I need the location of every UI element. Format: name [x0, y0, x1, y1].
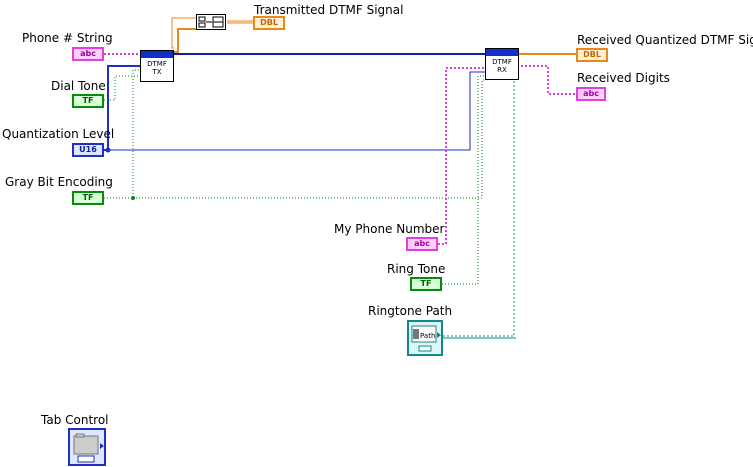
- wire-ring-tone: [442, 75, 486, 285]
- subvi-header-bar: [141, 51, 173, 58]
- subvi-line2: TX: [152, 68, 162, 76]
- wire-my-phone: [438, 67, 486, 245]
- path-type-text: Path: [420, 332, 435, 340]
- quantization-level-label: Quantization Level: [2, 127, 115, 141]
- wire-junction-2: [131, 196, 135, 200]
- subvi-line2: RX: [497, 66, 507, 74]
- tab-control-icon: [73, 433, 104, 463]
- transmitted-signal-label: Transmitted DTMF Signal: [254, 3, 404, 17]
- wire-dial-tone: [104, 75, 140, 101]
- ringtone-path-terminal[interactable]: Path: [407, 320, 443, 356]
- build-array-icon: [198, 16, 224, 28]
- phone-string-label: Phone # String: [22, 31, 113, 45]
- dtmf-tx-subvi[interactable]: DTMF TX: [140, 50, 174, 82]
- received-quantized-terminal[interactable]: DBL: [576, 48, 608, 62]
- tab-control-label: Tab Control: [41, 413, 109, 427]
- wire-tx-to-build: [174, 28, 196, 53]
- received-digits-label: Received Digits: [577, 71, 670, 85]
- wire-junction: [105, 147, 111, 153]
- wire-rx-to-digits: [517, 65, 576, 95]
- ring-tone-terminal[interactable]: TF: [410, 277, 442, 291]
- tab-control-terminal[interactable]: [68, 428, 106, 466]
- subvi-line1: DTMF: [492, 58, 512, 66]
- my-phone-number-label: My Phone Number: [334, 222, 445, 236]
- subvi-line1: DTMF: [147, 60, 167, 68]
- transmitted-signal-terminal[interactable]: DBL: [253, 16, 285, 30]
- wire-gray-bit-rx: [133, 79, 486, 199]
- phone-string-terminal[interactable]: abc: [72, 47, 104, 61]
- quantization-level-terminal[interactable]: U16: [72, 143, 104, 157]
- wire-tx-to-build-2: [171, 17, 196, 49]
- dial-tone-terminal[interactable]: TF: [72, 94, 104, 108]
- gray-bit-encoding-terminal[interactable]: TF: [72, 191, 104, 205]
- wire-gray-bit: [104, 69, 140, 199]
- ringtone-path-label: Ringtone Path: [368, 304, 453, 318]
- ring-tone-label: Ring Tone: [387, 262, 446, 276]
- wire-ringtone-path: [443, 77, 515, 337]
- gray-bit-encoding-label: Gray Bit Encoding: [5, 175, 113, 189]
- received-quantized-label: Received Quantized DTMF Signal: [577, 33, 753, 47]
- dtmf-rx-subvi[interactable]: DTMF RX: [485, 48, 519, 80]
- received-digits-terminal[interactable]: abc: [576, 87, 606, 101]
- subvi-header-bar: [486, 49, 518, 56]
- build-array-node[interactable]: [196, 14, 226, 30]
- my-phone-number-terminal[interactable]: abc: [406, 237, 438, 251]
- dial-tone-label: Dial Tone: [51, 79, 106, 93]
- wire-quantization-level-rx: [108, 71, 486, 151]
- path-icon: Path: [411, 325, 441, 352]
